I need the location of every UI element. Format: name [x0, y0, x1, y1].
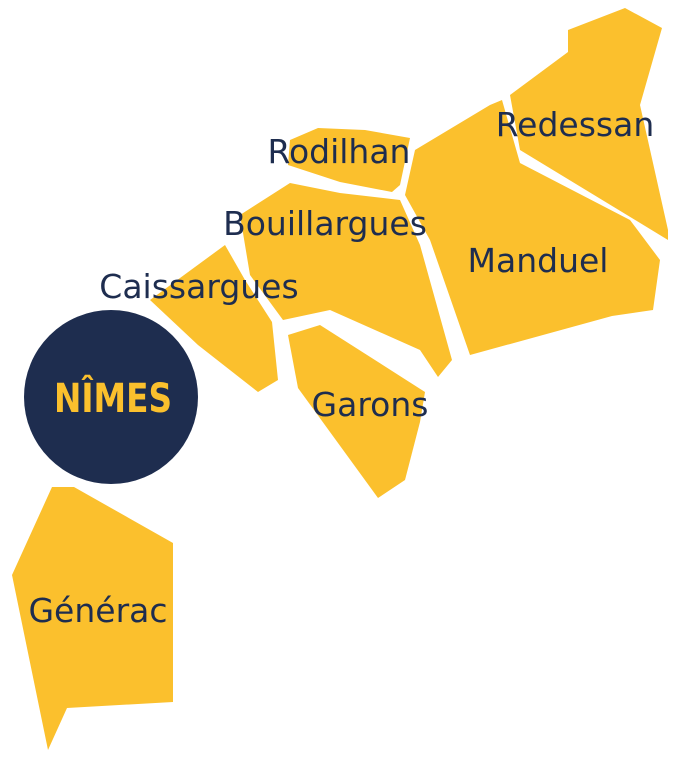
commune-label-manduel: Manduel: [468, 241, 609, 280]
commune-region-rodilhan[interactable]: [288, 128, 410, 192]
commune-region-generac[interactable]: [12, 487, 173, 750]
commune-label-redessan: Redessan: [496, 105, 655, 144]
commune-region-caissargues[interactable]: [150, 245, 278, 392]
commune-region-manduel[interactable]: [405, 100, 660, 355]
commune-label-garons: Garons: [312, 385, 429, 424]
center-city-label: NÎMES: [54, 374, 172, 422]
center-city-circle: [24, 310, 198, 484]
center-city-marker[interactable]: NÎMES: [24, 310, 198, 484]
commune-label-bouillargues: Bouillargues: [223, 204, 427, 243]
commune-region-redessan[interactable]: [510, 8, 668, 240]
commune-label-generac: Générac: [28, 591, 167, 630]
commune-label-caissargues: Caissargues: [99, 267, 298, 306]
commune-region-bouillargues[interactable]: [240, 183, 452, 377]
commune-region-garons[interactable]: [288, 325, 425, 498]
commune-label-rodilhan: Rodilhan: [268, 132, 411, 171]
